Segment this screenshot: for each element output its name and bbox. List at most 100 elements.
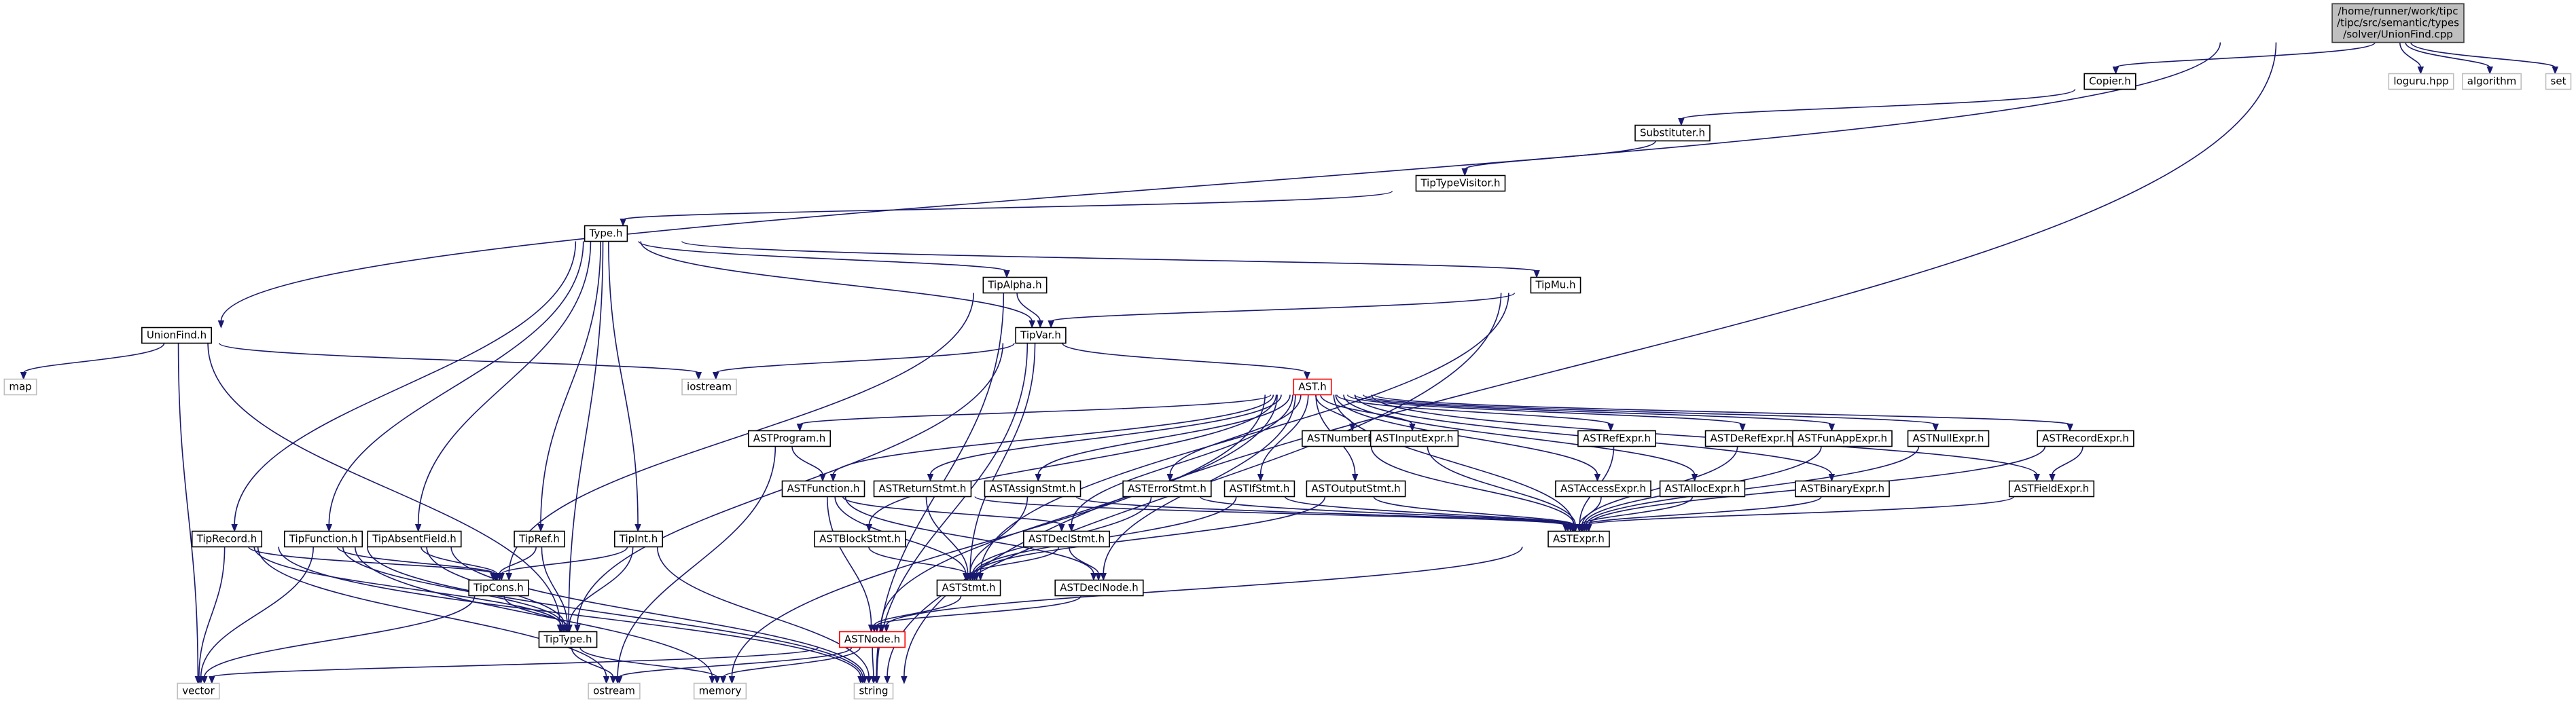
edge-arrowhead [563, 624, 570, 633]
node-astrecordexpr[interactable]: ASTRecordExpr.h [2037, 430, 2134, 447]
node-aststmt[interactable]: ASTStmt.h [936, 579, 1001, 597]
edge-arrowhead [1003, 270, 1010, 278]
edge-line [450, 546, 865, 678]
edge-arrowhead [1068, 523, 1075, 532]
edge-line [1588, 496, 2015, 526]
node-map: map [3, 378, 37, 396]
node-memory: memory [693, 682, 747, 700]
node-astdeclstmt[interactable]: ASTDeclStmt.h [1023, 530, 1110, 548]
node-ostream: ostream [588, 682, 641, 700]
node-unionfind[interactable]: UnionFind.h [141, 327, 212, 344]
edge-arrowhead [870, 675, 877, 684]
node-astassignstmt[interactable]: ASTAssignStmt.h [984, 480, 1081, 498]
node-label: ASTDeRefExpr.h [1711, 432, 1793, 445]
node-label: ASTErrorStmt.h [1128, 483, 1206, 495]
node-box [468, 579, 529, 597]
node-box [1370, 430, 1459, 447]
node-label: loguru.hpp [2393, 75, 2448, 88]
node-box [873, 480, 972, 498]
edge-type-to-tipmu [681, 240, 1540, 278]
node-astdeclnode[interactable]: ASTDeclNode.h [1054, 579, 1144, 597]
node-astaccessexpr[interactable]: ASTAccessExpr.h [1555, 480, 1651, 498]
edge-arrowhead [1533, 270, 1540, 278]
node-astrefexpr[interactable]: ASTRefExpr.h [1577, 430, 1656, 447]
node-astinputexpr[interactable]: ASTInputExpr.h [1370, 430, 1459, 447]
node-tipabsentfield[interactable]: TipAbsentField.h [367, 530, 462, 548]
edge-arrowhead [209, 675, 215, 684]
edge-root-to-algorithm [2405, 42, 2493, 75]
node-label: TipFunction.h [289, 533, 357, 545]
edge-line [177, 343, 199, 678]
edge-tipmu-to-aststmt [977, 293, 1509, 581]
node-astnode[interactable]: ASTNode.h [839, 631, 906, 648]
node-astifstmt[interactable]: ASTIfStmt.h [1223, 480, 1295, 498]
node-box [853, 682, 894, 700]
node-box [2331, 3, 2465, 43]
node-root[interactable]: /home/runner/work/tipc/tipc/src/semantic… [2331, 3, 2465, 43]
node-astnullexpr[interactable]: ASTNullExpr.h [1907, 430, 1990, 447]
node-astfieldexpr[interactable]: ASTFieldExpr.h [2008, 480, 2095, 498]
node-label: ASTDeclStmt.h [1028, 533, 1105, 545]
node-astblockstmt[interactable]: ASTBlockStmt.h [814, 530, 906, 548]
node-astfunction[interactable]: ASTFunction.h [781, 480, 865, 498]
node-astreturnstmt[interactable]: ASTReturnStmt.h [873, 480, 972, 498]
node-tiprecord[interactable]: TipRecord.h [191, 530, 263, 548]
edge-arrowhead [1607, 423, 1614, 432]
node-label: TipType.h [543, 633, 592, 646]
edge-arrowhead [1304, 371, 1310, 380]
node-tiptypevisitor[interactable]: TipTypeVisitor.h [1415, 174, 1506, 192]
node-ast[interactable]: AST.h [1293, 378, 1332, 396]
edge-arrowhead [201, 675, 208, 684]
edge-astprogram-to-astfunction [791, 446, 826, 482]
edge-unionfind-to-vector [177, 343, 202, 684]
node-box [2008, 480, 2095, 498]
node-type[interactable]: Type.h [584, 225, 628, 242]
edge-arrowhead [1037, 320, 1043, 329]
node-tipref[interactable]: TipRef.h [514, 530, 565, 548]
node-label: Substituter.h [1640, 127, 1705, 139]
edge-arrowhead [728, 676, 736, 684]
edge-type-to-tipalpha [638, 240, 1010, 278]
node-box [2461, 73, 2522, 90]
edge-arrowhead [231, 524, 238, 532]
node-tipmu[interactable]: TipMu.h [1530, 276, 1581, 294]
node-tipcons[interactable]: TipCons.h [468, 579, 529, 597]
node-tipint[interactable]: TipInt.h [613, 530, 664, 548]
node-label: /home/runner/work/tipc [2338, 5, 2458, 18]
node-tiptype[interactable]: TipType.h [538, 631, 598, 648]
edge-line [872, 647, 874, 678]
node-substituter[interactable]: Substituter.h [1634, 124, 1711, 142]
edge-arrowhead [325, 524, 333, 532]
node-astfunappexpr[interactable]: ASTFunAppExpr.h [1792, 430, 1893, 447]
edge-arrowhead [2067, 423, 2073, 432]
node-label: /tipc/src/semantic/types [2337, 17, 2459, 29]
edge-arrowhead [873, 624, 880, 633]
node-astallocexpr[interactable]: ASTAllocExpr.h [1659, 480, 1746, 498]
node-box [588, 682, 641, 700]
edge-tipalpha-to-tipvar [1016, 293, 1043, 329]
node-asterrorstmt[interactable]: ASTErrorStmt.h [1122, 480, 1212, 498]
edge-arrowhead [2112, 66, 2119, 75]
node-box [514, 530, 565, 548]
node-copier[interactable]: Copier.h [2083, 73, 2136, 90]
edge-line [722, 647, 861, 678]
edge-line [367, 546, 863, 678]
node-tipfunction[interactable]: TipFunction.h [283, 530, 363, 548]
edge-arrowhead [865, 675, 872, 684]
edge-line [2115, 41, 2376, 69]
node-tipalpha[interactable]: TipAlpha.h [982, 276, 1048, 294]
node-astderefexpr[interactable]: ASTDeRefExpr.h [1704, 430, 1798, 447]
edge-line [1016, 293, 1041, 322]
node-astbinaryexpr[interactable]: ASTBinaryExpr.h [1795, 480, 1890, 498]
edge-arrowhead [1461, 168, 1468, 177]
node-astprogram[interactable]: ASTProgram.h [747, 430, 831, 447]
edge-arrowhead [883, 624, 890, 633]
node-box [1634, 124, 1711, 142]
edge-line [1336, 394, 1611, 426]
edge-line [876, 343, 1028, 678]
node-astoutputstmt[interactable]: ASTOutputStmt.h [1306, 480, 1406, 498]
edge-line [1578, 496, 1602, 525]
node-box [1223, 480, 1295, 498]
node-tipvar[interactable]: TipVar.h [1015, 327, 1067, 344]
node-astexpr[interactable]: ASTExpr.h [1548, 530, 1610, 548]
